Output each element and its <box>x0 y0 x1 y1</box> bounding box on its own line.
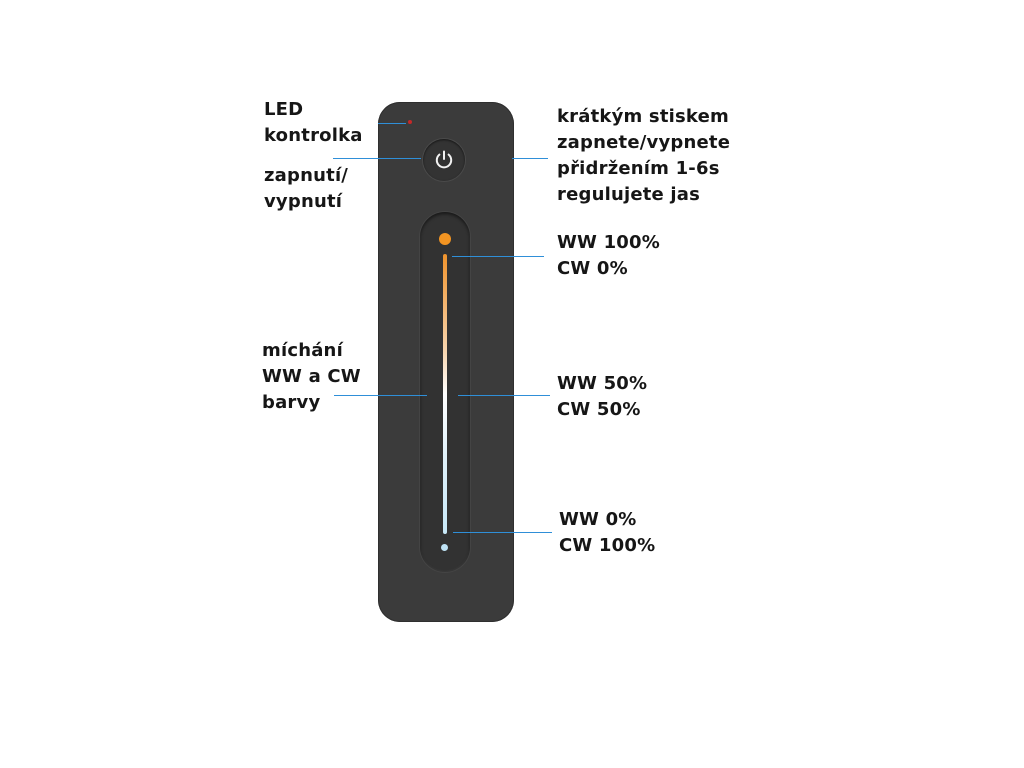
press-leader-line <box>512 158 548 159</box>
mid-level-leader-line <box>458 395 550 396</box>
bottom-level-leader-line <box>453 532 552 533</box>
led-label: LED kontrolka <box>264 99 363 146</box>
top-level-label: WW 100% CW 0% <box>557 232 660 279</box>
mid-level-label: WW 50% CW 50% <box>557 373 648 420</box>
bottom-level-label: WW 0% CW 100% <box>559 509 656 556</box>
power-button[interactable] <box>423 139 465 181</box>
top-level-leader-line <box>452 256 544 257</box>
mix-leader-line-left <box>334 395 427 396</box>
power-label: zapnutí/ vypnutí <box>264 165 349 212</box>
color-gradient-bar <box>443 254 447 534</box>
led-leader-line <box>378 123 406 124</box>
warm-white-dot <box>439 233 451 245</box>
power-leader-line <box>333 158 421 159</box>
press-label: krátkým stiskem zapnete/vypnete přidržen… <box>557 106 731 205</box>
led-indicator <box>408 120 412 124</box>
power-icon <box>435 150 453 169</box>
mix-label: míchání WW a CW barvy <box>262 340 361 413</box>
cool-white-dot <box>441 544 448 551</box>
